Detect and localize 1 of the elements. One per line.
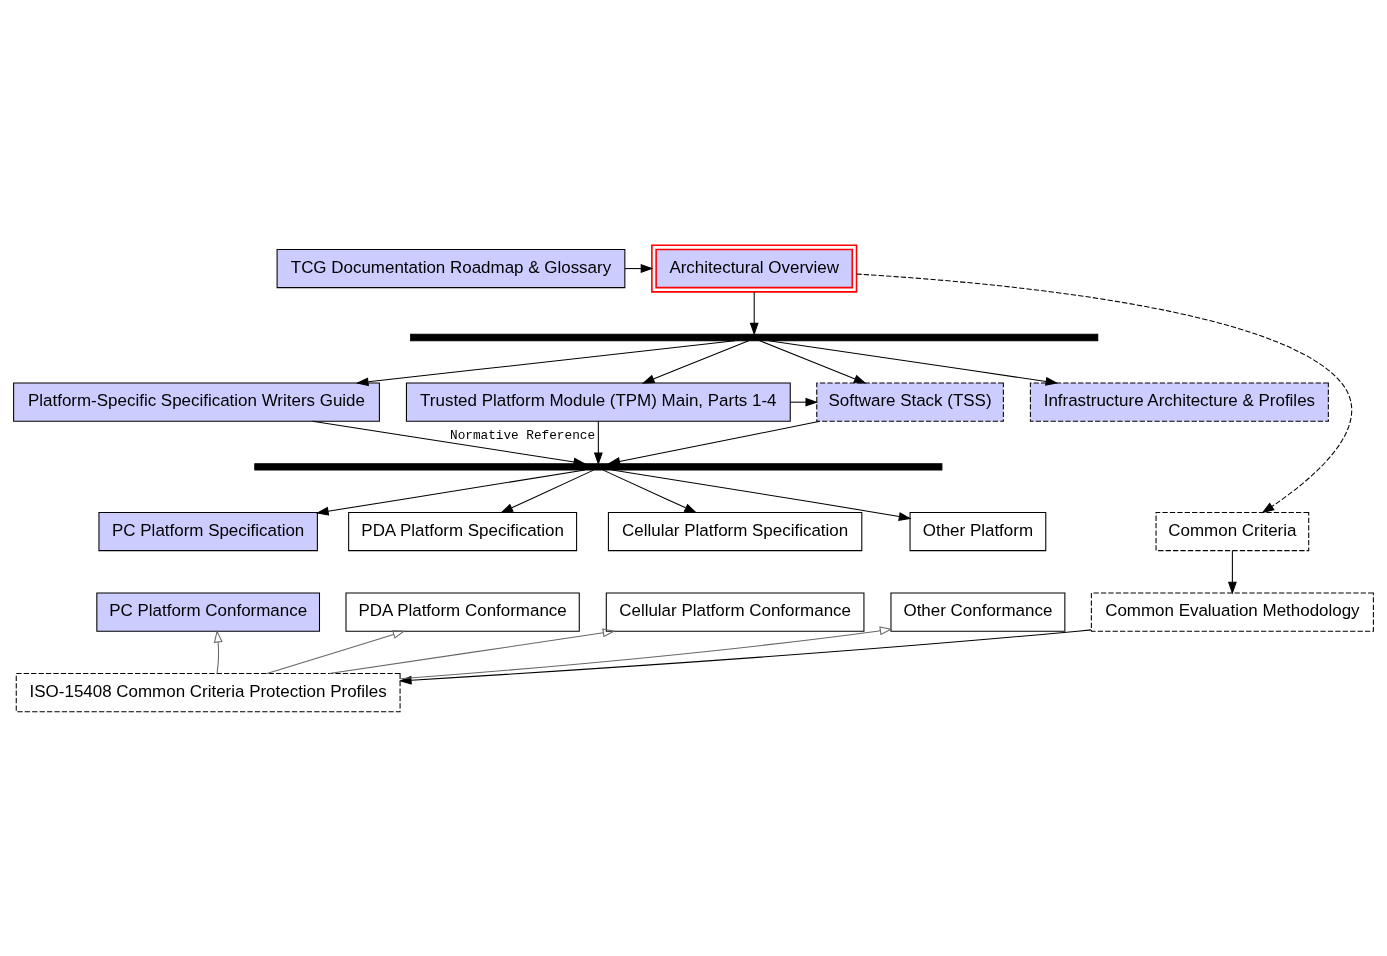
edge-label: Normative Reference (450, 427, 596, 443)
